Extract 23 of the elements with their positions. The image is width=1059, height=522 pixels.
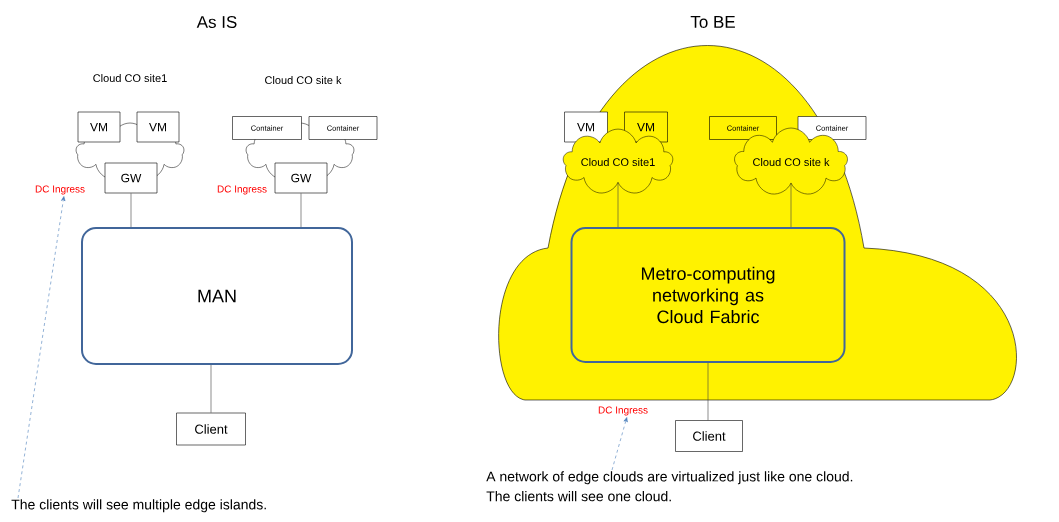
- leader-arrow: [17, 196, 66, 499]
- ingress-label: DC Ingress: [598, 406, 648, 416]
- network-box: MAN: [81, 227, 353, 365]
- component-box: VM: [136, 111, 180, 143]
- client-box: Client: [675, 420, 743, 452]
- ingress-label: DC Ingress: [35, 185, 85, 195]
- network-box: Metro-computing networking as Cloud Fabric: [570, 227, 846, 363]
- ingress-label: DC Ingress: [217, 185, 267, 195]
- component-box: VM: [77, 111, 121, 143]
- component-box: GW: [274, 162, 328, 194]
- site-heading: Cloud CO site k: [265, 75, 342, 85]
- note-text: A network of edge clouds are virtualized just like one cloud. The clients will see one cloud.: [486, 471, 853, 502]
- client-box: Client: [176, 412, 246, 446]
- component-box: GW: [104, 162, 158, 194]
- note-text: The clients will see multiple edge islands.: [11, 499, 266, 513]
- connector-line: [130, 193, 132, 228]
- panel-title: To BE: [690, 16, 735, 28]
- connector-line: [300, 193, 302, 228]
- panel-title: As IS: [196, 16, 237, 28]
- connector-line: [210, 364, 212, 413]
- site-heading: Cloud CO site1: [93, 73, 167, 83]
- connector-line: [707, 362, 709, 421]
- leader-arrow: [611, 417, 628, 471]
